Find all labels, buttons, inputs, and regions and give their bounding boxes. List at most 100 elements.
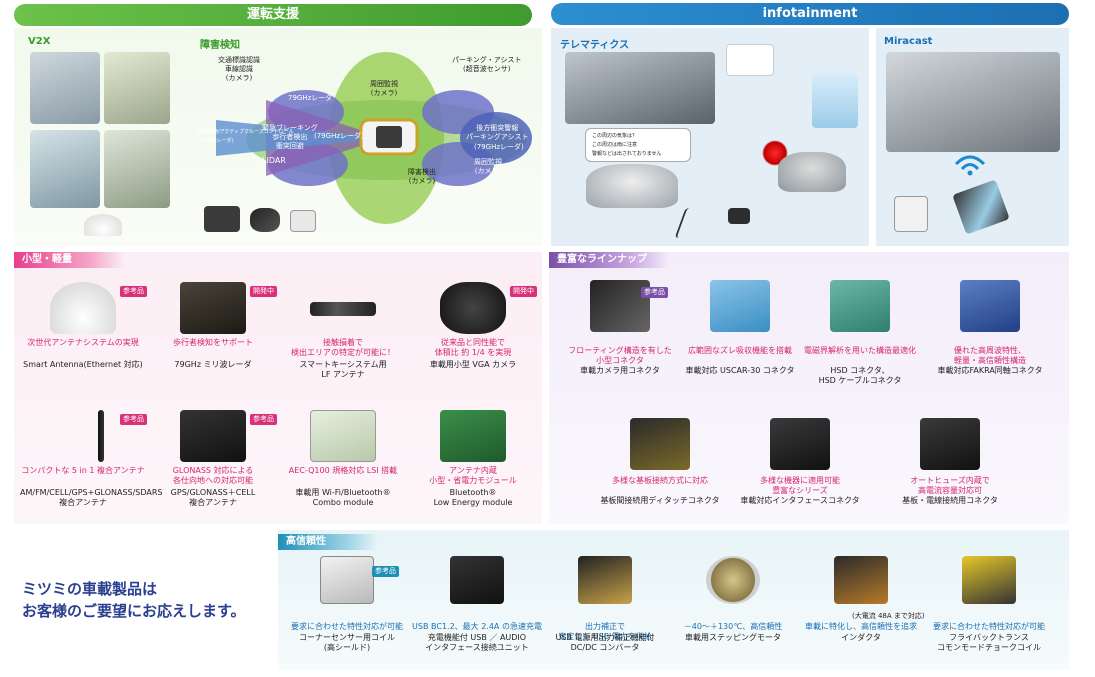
reliability-product-name: フライバックトランス コモンモードチョークコイル: [937, 633, 1041, 652]
lineup-product-name: 基板・電線接続用コネクタ: [902, 496, 998, 505]
compact-badge: 開発中: [250, 286, 277, 297]
compact-feature-text: 接触損着で 検出エリアの特定が可能に！: [291, 338, 395, 357]
lineup-product-name: 車載対応FAKRA同軸コネクタ: [937, 366, 1043, 375]
reliability-feature-text: －40～＋130℃、高信頼性: [683, 622, 783, 631]
lineup-product-name: 車載対応 USCAR-30 コネクタ: [685, 366, 795, 375]
compact-badge: 開発中: [510, 286, 537, 297]
obstacle-detection-label: 障害検知: [200, 40, 240, 51]
lineup-product-image: [630, 418, 690, 470]
lineup-product-image: [770, 418, 830, 470]
compact-badge: 参考品: [120, 414, 147, 425]
radar-label-emergency-sub: (79GHzレーダ): [314, 132, 364, 140]
v2x-label: V2X: [28, 36, 51, 47]
reliability-product-image: [578, 556, 632, 604]
sensor-part-icon: [290, 210, 316, 232]
lineup-badge: 参考品: [641, 287, 668, 298]
compact-feature-text: 歩行者検知をサポート: [173, 338, 253, 347]
lineup-product-name: HSD コネクタ、 HSD ケーブルコネクタ: [818, 366, 902, 385]
car-grey-icon: [778, 152, 846, 192]
radar-label-emergency: 緊急ブレーキング 歩行者検出 衝突回避: [262, 124, 318, 150]
lineup-feature-text: 電磁界解析を用いた構造最適化: [804, 346, 916, 355]
radar-module-icon: [204, 206, 240, 232]
radar-label-sign-recognition: 交通標識認識 車線認識 (カメラ): [218, 56, 260, 82]
reliability-feature-text: USB BC1.2、最大 2.4A の急速充電: [412, 622, 542, 631]
v2x-photo-station: [30, 130, 100, 208]
compact-product-image: [310, 410, 376, 462]
wifi-icon: [954, 155, 986, 176]
radar-label-surround-right: 周囲監視 (カメラ): [474, 158, 502, 175]
compact-product-image: [98, 410, 104, 462]
compact-product-name: 車載用小型 VGA カメラ: [429, 360, 517, 369]
reliability-product-image: [706, 556, 760, 604]
compact-product-name: 79GHz ミリ波レーダ: [174, 360, 252, 369]
lineup-product-image: [960, 280, 1020, 332]
compact-product-name: スマートキーシステム用 LF アンテナ: [299, 360, 387, 379]
compact-product-name: AM/FM/CELL/GPS+GLONASS/SDARS 複合アンテナ: [20, 488, 163, 507]
car-interior-photo: [565, 52, 715, 124]
compact-badge: 参考品: [120, 286, 147, 297]
radar-label-lidar: LIDAR: [262, 156, 286, 165]
cable-connector-icon: [250, 208, 280, 232]
lineup-feature-text: オートヒューズ内蔵で 高電流容量対応可: [910, 476, 990, 495]
lineup-product-name: 基板間接続用ディタッチコネクタ: [600, 496, 720, 505]
compact-product-image: [440, 282, 506, 334]
radar-label-parking-assist: パーキング・アシスト (超音波センサ): [452, 56, 522, 73]
compact-feature-text: AEC-Q100 規格対応 LSI 搭載: [288, 466, 398, 475]
infotainment-header: infotainment: [551, 3, 1069, 25]
compact-product-image: [50, 282, 116, 334]
compact-feature-text: アンテナ内蔵 小型・省電力モジュール: [429, 466, 517, 485]
radar-label-rear-sub: (79GHzレーダ): [474, 143, 524, 151]
radar-label-rear-warning: 後方衝突警報 パーキングアシスト: [466, 124, 529, 141]
v2x-photo-parking: [104, 52, 170, 124]
radar-label-blind-spot: 障害検出 (カメラ): [408, 168, 436, 185]
compact-product-name: 車載用 Wi-Fi/Bluetooth® Combo module: [295, 488, 391, 507]
reliability-feature-text: 車載に特化し、高信頼性を追求: [805, 622, 917, 631]
car-dashboard-display-photo: [886, 52, 1060, 152]
company-slogan: ミツミの車載製品は お客様のご要望にお応えします。: [22, 580, 246, 620]
compact-feature-text: GLONASS 対応による 各仕向地への対応可能: [172, 466, 254, 485]
reliability-feature-text: 要求に合わせた特性対応が可能: [933, 622, 1045, 631]
lineup-product-name: 車載カメラ用コネクタ: [580, 366, 660, 375]
v2x-photo-crosswalk: [30, 52, 100, 124]
reliability-product-name: USB 電源用出力補正機能付 DC/DC コンバータ: [555, 633, 655, 652]
inductor-current-note: (大電流 48A まで対応): [852, 612, 925, 620]
reliability-product-name: コーナーセンサー用コイル (高シールド): [299, 633, 395, 652]
reliability-product-name: インダクタ: [841, 633, 881, 642]
lineup-feature-text: 優れた高周波特性、 軽量・高信頼性構造: [954, 346, 1026, 365]
reliability-product-image: [450, 556, 504, 604]
compact-product-name: GPS/GLONASS＋CELL 複合アンテナ: [170, 488, 256, 507]
lineup-feature-text: 広範囲なズレ吸収機能を搭載: [688, 346, 792, 355]
lineup-feature-text: フローティング構造を有した 小型コネクタ: [568, 346, 672, 365]
compact-product-name: Bluetooth® Low Energy module: [433, 488, 513, 507]
reliability-product-name: 車載用ステッピングモータ: [685, 633, 781, 642]
wifi-module-icon: [894, 196, 928, 232]
reliability-product-image: [962, 556, 1016, 604]
compact-tag: 小型・軽量: [14, 252, 124, 268]
compact-product-image: [310, 302, 376, 316]
miracast-label: Miracast: [884, 36, 933, 47]
compact-feature-text: コンパクトな 5 in 1 複合アンテナ: [21, 466, 145, 475]
ambulance-icon: [726, 44, 774, 76]
driving-support-header: 運転支援: [14, 4, 532, 26]
compact-feature-text: 次世代アンテナシステムの実現: [27, 338, 139, 347]
lineup-feature-text: 多様な基板接続方式に対応: [612, 476, 708, 485]
shark-fin-antenna-icon: [84, 214, 122, 236]
telematics-bubble-text: この周辺の気象は？ この周辺は雨に注意 警報などは出されておりません: [592, 133, 662, 157]
reliability-panel: [278, 530, 1069, 670]
v2x-photo-tollgate: [104, 130, 170, 208]
reliability-product-name: 充電機能付 USB ／ AUDIO インタフェース接続ユニット: [425, 633, 529, 652]
building-icon: [812, 72, 858, 128]
reliability-feature-text: 要求に合わせた特性対応が可能: [291, 622, 403, 631]
lineup-product-image: [710, 280, 770, 332]
telematics-module-icon: [728, 208, 750, 224]
lineup-product-image: [830, 280, 890, 332]
compact-product-image: [180, 410, 246, 462]
compact-feature-text: 従来品と同性能で 体積比 約 1/4 を実現: [434, 338, 512, 357]
radar-label-acc: 衝突回避/アクティブクルーズコントロール (77GHzレーダ): [198, 129, 294, 144]
compact-product-name: Smart Antenna(Ethernet 対応): [23, 360, 143, 369]
reliability-product-image: [834, 556, 888, 604]
car-white-icon: [586, 164, 678, 208]
lineup-product-name: 車載対応インタフェースコネクタ: [740, 496, 860, 505]
radar-label-79ghz: 79GHzレーダ: [288, 94, 333, 102]
lineup-feature-text: 多様な機器に適用可能 豊富なシリーズ: [760, 476, 840, 495]
